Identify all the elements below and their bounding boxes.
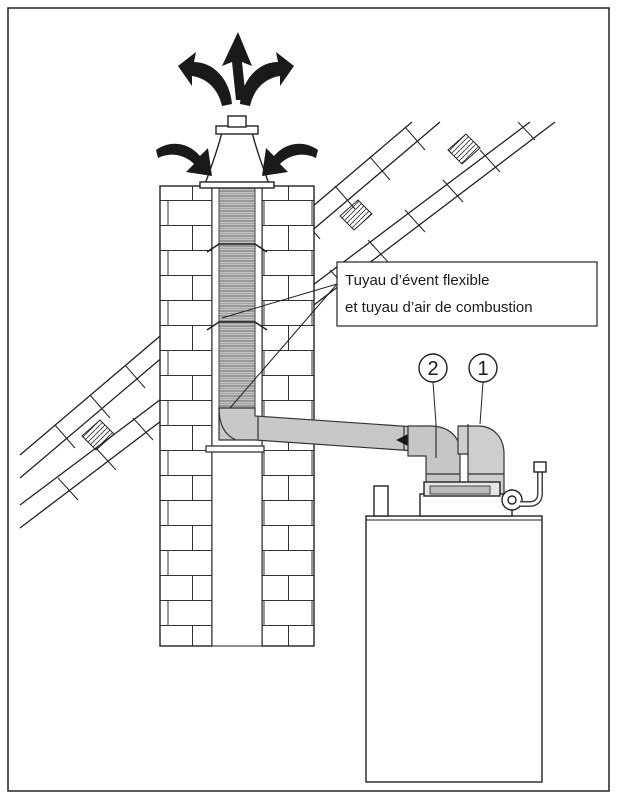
- horizontal-vent-pipe: [218, 407, 431, 453]
- chimney-right-wall: [261, 185, 315, 647]
- roof: [19, 121, 556, 529]
- exhaust-arrow-up-icon: [222, 32, 252, 100]
- chimney-base-plate: [205, 445, 265, 453]
- appliance-top-base: [419, 493, 513, 517]
- roof-slats: [81, 133, 481, 451]
- diagram-frame: [7, 7, 610, 792]
- intake-arrow-left-icon: [156, 143, 212, 176]
- flow-direction-arrow-icon: [396, 433, 410, 447]
- appliance: [365, 461, 547, 783]
- exhaust-arrow-left-icon: [178, 52, 232, 106]
- appliance-left-fitting: [373, 485, 389, 517]
- callout-box: [336, 261, 598, 327]
- intake-arrows: [156, 143, 318, 176]
- flexible-vent-liner: [218, 185, 256, 419]
- chimney-terminal: [199, 115, 275, 189]
- exhaust-arrow-right-icon: [240, 52, 294, 106]
- callout-line-1: Tuyau d’évent flexible: [345, 272, 490, 289]
- callout-line-2: et tuyau d’air de combustion: [345, 299, 533, 316]
- appliance-cabinet: [365, 515, 543, 783]
- appliance-gas-pipe: [520, 470, 543, 507]
- callout: Tuyau d’évent flexible et tuyau d’air de…: [221, 261, 598, 409]
- callout-leader-2: [229, 283, 338, 409]
- intake-arrow-right-icon: [262, 143, 318, 176]
- exhaust-arrows: [178, 32, 294, 106]
- marker-2-label: 2: [427, 358, 438, 380]
- marker-1-label: 1: [477, 358, 488, 380]
- marker-1: 1: [468, 353, 498, 425]
- liner-spacers: [206, 243, 268, 331]
- marker-2: 2: [418, 353, 448, 425]
- chimney-left-wall: [159, 185, 213, 647]
- callout-leader-1: [221, 283, 338, 319]
